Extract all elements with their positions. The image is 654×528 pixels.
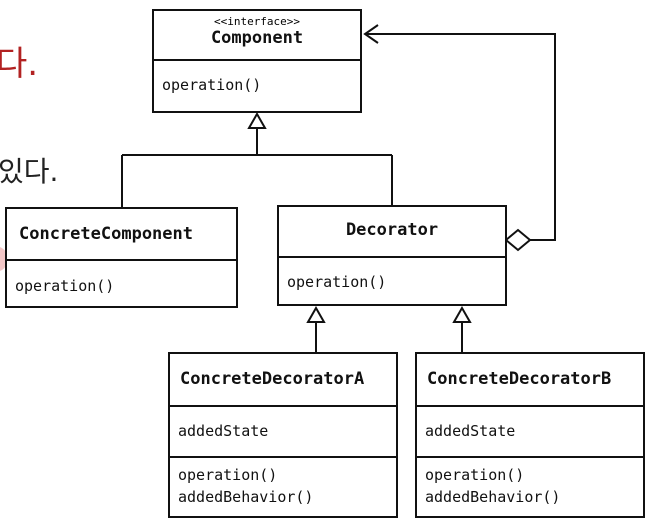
decorator-name: Decorator <box>345 220 439 240</box>
decorator-method: operation() <box>287 273 387 291</box>
concrete-component-class: ConcreteComponent operation() <box>5 207 238 308</box>
background-text-2: 있다. <box>0 155 59 188</box>
aggregation-arrowhead <box>363 24 379 44</box>
component-method: operation() <box>162 76 262 94</box>
inheritance-arrow-decorator-b <box>452 305 472 323</box>
concrete-decorator-a-method-2: addedBehavior() <box>178 488 314 506</box>
component-stereotype: <<interface>> <box>213 15 301 28</box>
background-text-1: 다. <box>0 44 39 84</box>
decorator-class: Decorator operation() <box>277 205 507 306</box>
concrete-decorator-b-name: ConcreteDecoratorB <box>427 369 612 389</box>
inheritance-arrow-decorator-a <box>306 305 326 323</box>
concrete-component-method: operation() <box>15 277 115 295</box>
concrete-decorator-b-class: ConcreteDecoratorB addedState operation(… <box>415 352 645 518</box>
concrete-decorator-b-method-2: addedBehavior() <box>425 488 561 506</box>
aggregation-diamond <box>504 228 532 252</box>
concrete-decorator-a-name: ConcreteDecoratorA <box>180 369 365 389</box>
concrete-decorator-b-method-1: operation() <box>425 466 525 484</box>
component-name: Component <box>210 28 304 48</box>
concrete-decorator-a-class: ConcreteDecoratorA addedState operation(… <box>168 352 398 518</box>
concrete-decorator-a-method-1: operation() <box>178 466 278 484</box>
aggregation-line <box>365 33 556 241</box>
background-decoration <box>0 246 8 272</box>
inheritance-arrow-component <box>247 111 267 129</box>
concrete-component-name: ConcreteComponent <box>19 224 193 244</box>
component-class: <<interface>> Component operation() <box>152 9 362 113</box>
concrete-decorator-a-field: addedState <box>178 422 269 440</box>
concrete-decorator-b-field: addedState <box>425 422 516 440</box>
